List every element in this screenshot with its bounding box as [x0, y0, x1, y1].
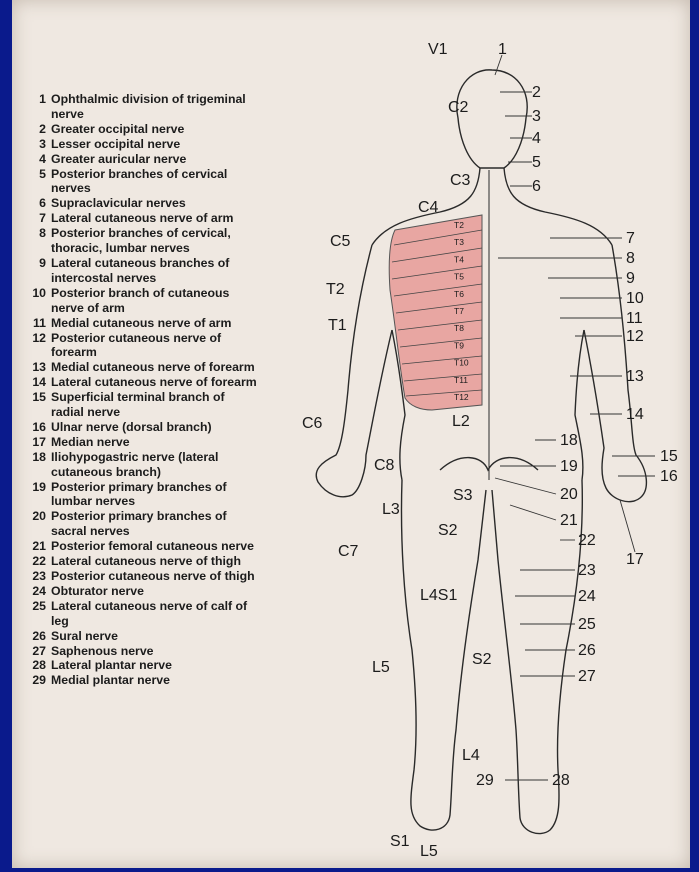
callout-number: 18: [560, 432, 578, 449]
figure-label-l5a: L5: [372, 659, 390, 676]
figure-label-c4: C4: [418, 199, 439, 216]
figure-label-s1: S1: [390, 833, 410, 850]
callout-number: 8: [626, 250, 635, 267]
figure-label-c8: C8: [374, 457, 395, 474]
figure-label-t2: T2: [326, 281, 345, 298]
callout-number: 22: [578, 532, 596, 549]
figure-label-c5: C5: [330, 233, 351, 250]
figure-label-c2: C2: [448, 99, 469, 116]
callout-number: 21: [560, 512, 578, 529]
leader-line: [495, 478, 556, 494]
figure-label-c6: C6: [302, 415, 323, 432]
leader-line: [495, 55, 502, 75]
callout-number: 9: [626, 270, 635, 287]
thoracic-dermatome-region: [389, 215, 482, 410]
thoracic-label: T5: [454, 272, 464, 282]
callout-number: 16: [660, 468, 678, 485]
callout-number: 26: [578, 642, 596, 659]
callout-number: 1: [498, 41, 507, 58]
leader-line: [510, 505, 556, 520]
callout-number: 2: [532, 84, 541, 101]
callout-number: 10: [626, 290, 644, 307]
thoracic-label: T12: [454, 392, 469, 402]
figure-label-l3: L3: [382, 501, 400, 518]
callout-number: 13: [626, 368, 644, 385]
figure-label-s3: S3: [453, 487, 473, 504]
head-outline: [457, 70, 527, 168]
callout-number: 12: [626, 328, 644, 345]
callout-number: 29: [476, 772, 494, 789]
figure-label-s2b: S2: [472, 651, 492, 668]
figure-label-c7: C7: [338, 543, 359, 560]
callout-number: 3: [532, 108, 541, 125]
thoracic-label: T8: [454, 323, 464, 333]
thoracic-label: T7: [454, 306, 464, 316]
figure-label-t1: T1: [328, 317, 347, 334]
callout-number: 25: [578, 616, 596, 633]
callout-number: 23: [578, 562, 596, 579]
callout-number: 11: [626, 310, 643, 327]
figure-label-c3: C3: [450, 172, 471, 189]
thoracic-label: T3: [454, 237, 464, 247]
callout-number: 4: [532, 130, 541, 147]
callout-number: 7: [626, 230, 635, 247]
leader-line: [620, 500, 635, 552]
callout-number: 17: [626, 551, 644, 568]
callout-number: 27: [578, 668, 596, 685]
callout-number: 28: [552, 772, 570, 789]
figure-label-l2: L2: [452, 413, 470, 430]
thoracic-label: T9: [454, 340, 464, 350]
thoracic-label: T4: [454, 254, 464, 264]
figure-label-s2a: S2: [438, 522, 458, 539]
body-outline: [316, 70, 646, 834]
callout-number: 14: [626, 406, 644, 423]
figure-label-l4: L4: [462, 747, 480, 764]
callout-number: 15: [660, 448, 678, 465]
callout-number: 5: [532, 154, 541, 171]
callout-number: 6: [532, 178, 541, 195]
callout-number: 20: [560, 486, 578, 503]
figure-label-v1: V1: [428, 41, 448, 58]
figure-label-l4s1: L4S1: [420, 587, 457, 604]
callout-number: 24: [578, 588, 596, 605]
thoracic-label: T2: [454, 220, 464, 230]
thoracic-label: T10: [454, 358, 469, 368]
thoracic-label: T6: [454, 289, 464, 299]
figure-label-l5b: L5: [420, 843, 438, 860]
thoracic-label: T11: [454, 375, 468, 385]
callout-number: 19: [560, 458, 578, 475]
